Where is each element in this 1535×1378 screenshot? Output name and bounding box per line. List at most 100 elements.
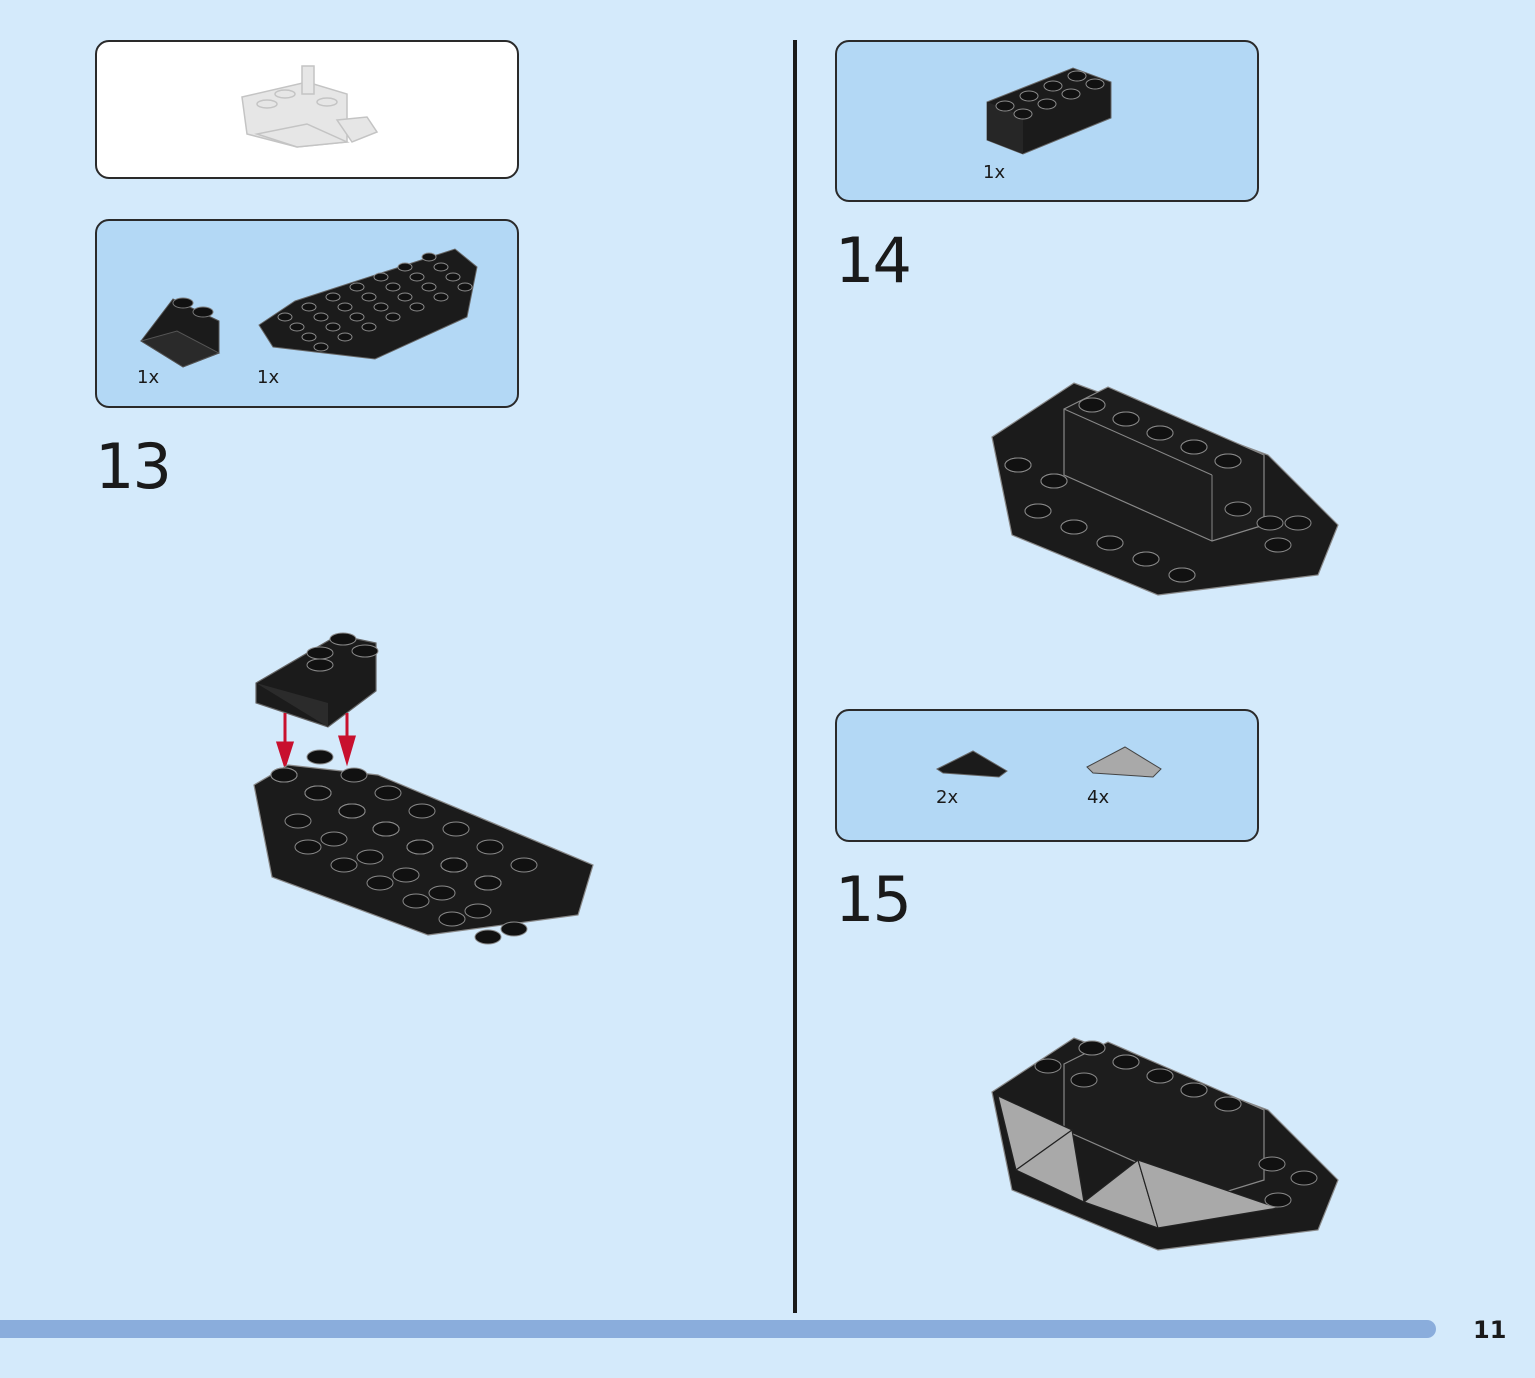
stud — [474, 875, 502, 891]
stud — [457, 282, 473, 292]
stud — [361, 322, 377, 332]
stud — [1013, 108, 1033, 120]
progress-bar — [0, 1320, 1436, 1338]
stud — [320, 831, 348, 847]
stud — [1004, 457, 1032, 473]
stud — [1096, 535, 1124, 551]
stud — [1034, 1058, 1062, 1074]
stud — [385, 312, 401, 322]
stud — [1224, 501, 1252, 517]
stud — [428, 885, 456, 901]
stud — [1146, 425, 1174, 441]
stud — [340, 767, 368, 783]
stud — [325, 292, 341, 302]
stud — [1060, 519, 1088, 535]
stud — [1258, 1156, 1286, 1172]
stud — [406, 839, 434, 855]
stud — [304, 785, 332, 801]
stud — [306, 658, 334, 672]
stud — [397, 292, 413, 302]
stud — [1019, 90, 1039, 102]
stud — [474, 929, 502, 945]
stud — [421, 252, 437, 262]
stud — [1078, 1040, 1106, 1056]
stud — [313, 312, 329, 322]
stud — [500, 921, 528, 937]
stud — [995, 100, 1015, 112]
brick-2x4-icon — [986, 67, 1112, 155]
step-13-parts-box: 1x 1x — [95, 219, 519, 408]
stud — [1264, 1192, 1292, 1208]
placement-arrow-icon — [275, 713, 356, 770]
stud — [392, 867, 420, 883]
stud — [313, 342, 329, 352]
stud — [306, 749, 334, 765]
stud — [1168, 567, 1196, 583]
stud — [1067, 70, 1087, 82]
stud — [294, 839, 322, 855]
stud — [325, 322, 341, 332]
stud — [1061, 88, 1081, 100]
stud — [351, 644, 379, 658]
stud — [374, 785, 402, 801]
stud — [438, 911, 466, 927]
stud — [409, 272, 425, 282]
stud — [337, 332, 353, 342]
stud — [440, 857, 468, 873]
stud — [1112, 1054, 1140, 1070]
stud — [433, 292, 449, 302]
stud — [445, 272, 461, 282]
stud — [277, 312, 293, 322]
stud — [373, 302, 389, 312]
stud — [361, 292, 377, 302]
step-15-assembly-illustration — [991, 1037, 1339, 1251]
stud — [337, 302, 353, 312]
stud — [373, 272, 389, 282]
stud — [397, 262, 413, 272]
stud — [1264, 537, 1292, 553]
stud — [329, 632, 357, 646]
ghost-model-icon — [241, 65, 379, 148]
stud — [409, 302, 425, 312]
stud — [1146, 1068, 1174, 1084]
stud — [306, 646, 334, 660]
stud — [464, 903, 492, 919]
wedge-plate-icon — [258, 248, 478, 360]
stud — [433, 262, 449, 272]
column-divider — [793, 40, 797, 1313]
stud — [289, 322, 305, 332]
stud — [1078, 397, 1106, 413]
step-15-parts-box: 2x 4x — [835, 709, 1259, 842]
stud — [1040, 473, 1068, 489]
step-13-part-1-qty: 1x — [137, 367, 160, 388]
stud — [270, 767, 298, 783]
stud — [1284, 515, 1312, 531]
previous-step-preview-box — [95, 40, 519, 179]
stud — [1180, 439, 1208, 455]
stud — [301, 302, 317, 312]
stud — [1043, 80, 1063, 92]
step-13-part-2-qty: 1x — [257, 367, 280, 388]
stud — [1132, 551, 1160, 567]
stud — [1180, 1082, 1208, 1098]
stud — [408, 803, 436, 819]
stud — [338, 803, 366, 819]
stud — [1256, 515, 1284, 531]
step-15-part-2-qty: 4x — [1087, 787, 1110, 808]
stud — [301, 332, 317, 342]
step-14-part-1-qty: 1x — [983, 162, 1006, 183]
stud — [402, 893, 430, 909]
stud — [349, 282, 365, 292]
stud — [356, 849, 384, 865]
stud — [1085, 78, 1105, 90]
stud — [1214, 453, 1242, 469]
stud — [372, 821, 400, 837]
stud — [1024, 503, 1052, 519]
step-14-parts-box: 1x — [835, 40, 1259, 202]
step-14-number: 14 — [835, 224, 912, 297]
step-14-assembly-illustration — [991, 382, 1339, 596]
stud — [330, 857, 358, 873]
stud — [421, 282, 437, 292]
slope-brick-icon — [139, 297, 221, 368]
stud — [366, 875, 394, 891]
